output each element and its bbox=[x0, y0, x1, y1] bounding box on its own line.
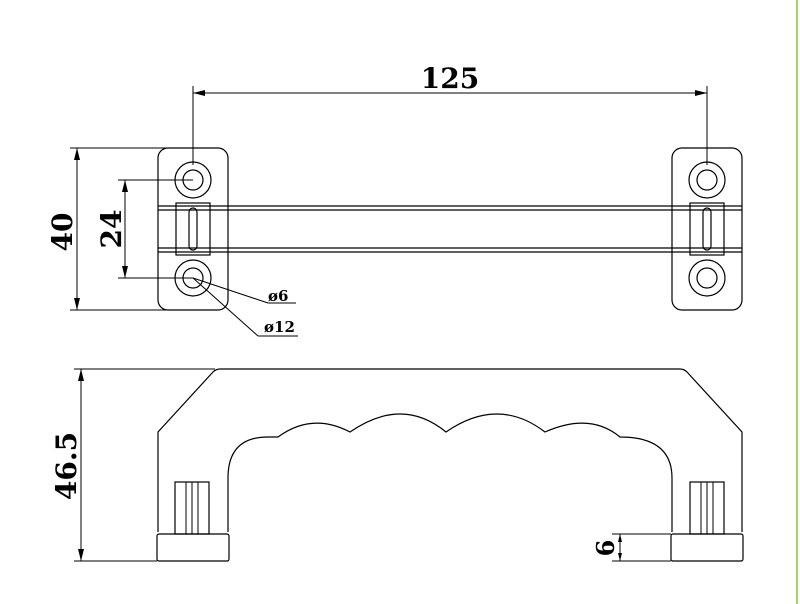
hole-large-callout: ø12 bbox=[264, 318, 295, 336]
dimension-height: 46.5 bbox=[50, 368, 215, 562]
handle-outline bbox=[157, 368, 743, 532]
hole-small-callout: ø6 bbox=[268, 287, 288, 305]
dimension-foot-label: 6 bbox=[591, 540, 620, 557]
left-foot bbox=[156, 481, 230, 562]
right-edge-stripe bbox=[796, 0, 798, 604]
right-foot bbox=[670, 481, 744, 562]
handle-inner-outline bbox=[227, 413, 673, 532]
dimension-length: 125 bbox=[192, 62, 708, 165]
dimension-width-label: 40 bbox=[46, 213, 79, 252]
top-view: 125 40 24 ø6 ø12 bbox=[46, 62, 743, 337]
dimension-hole-spacing: 24 bbox=[95, 179, 193, 279]
dimension-foot: 6 bbox=[591, 533, 671, 562]
hole-callouts: ø6 ø12 bbox=[192, 277, 298, 337]
dimension-hole-spacing-label: 24 bbox=[95, 210, 128, 249]
dimension-height-label: 46.5 bbox=[50, 432, 83, 500]
grip-bar bbox=[158, 205, 742, 253]
dimension-width: 40 bbox=[46, 147, 170, 311]
side-view: 46.5 6 bbox=[50, 368, 744, 562]
right-mount-plate bbox=[671, 147, 743, 311]
dimension-length-label: 125 bbox=[421, 62, 479, 95]
